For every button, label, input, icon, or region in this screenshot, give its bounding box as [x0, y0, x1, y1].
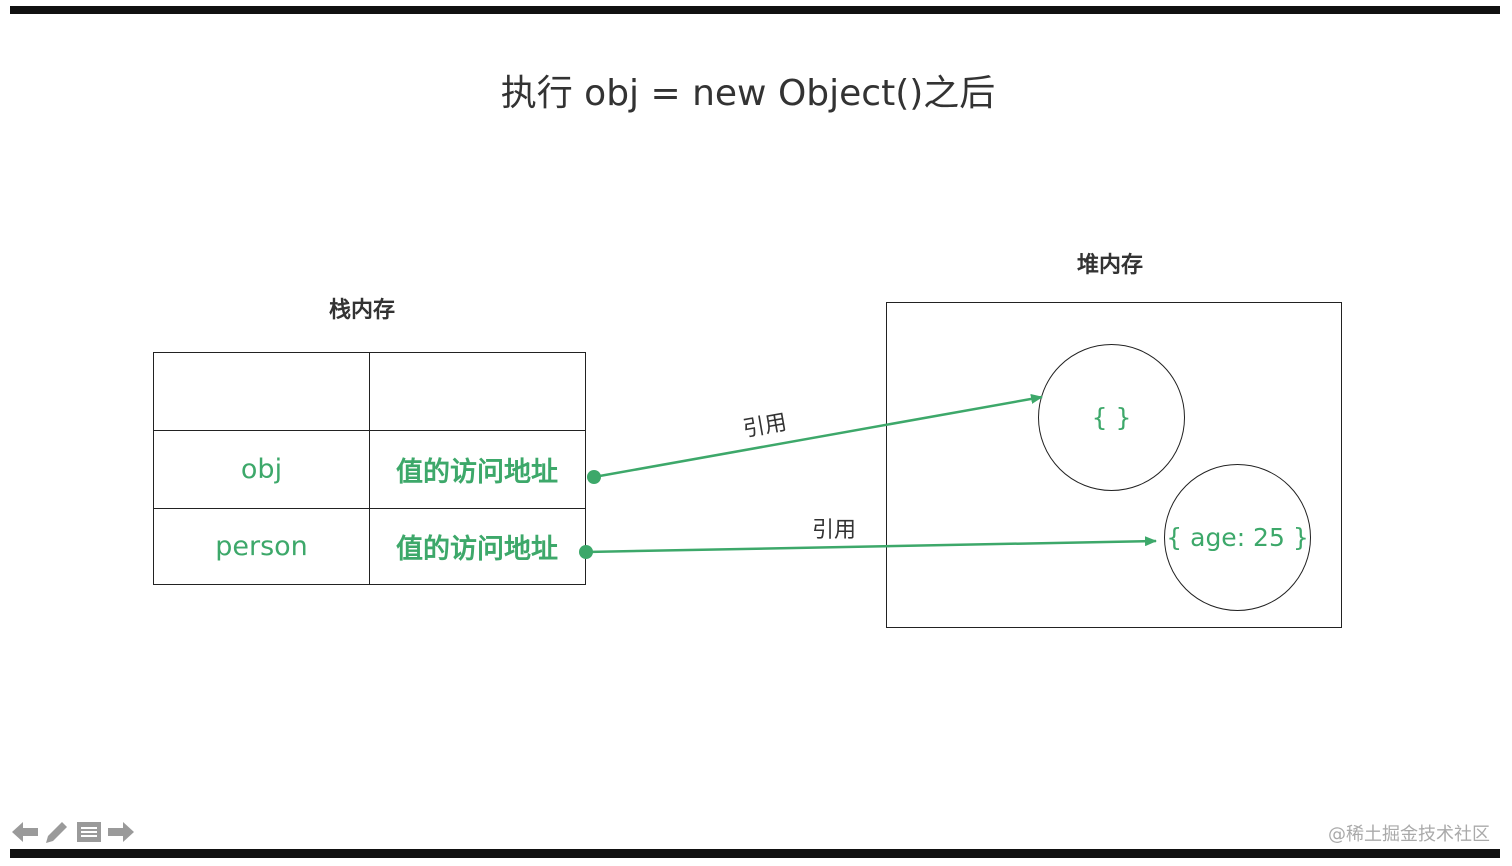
arrow-right-icon[interactable]	[108, 819, 134, 845]
reference-origin-person	[579, 545, 593, 559]
reference-label-person: 引用	[812, 518, 857, 543]
stack-memory-table: obj 值的访问地址 person 值的访问地址	[153, 352, 586, 585]
slide-title: 执行 obj = new Object()之后	[500, 73, 996, 114]
heap-object-empty-text: { }	[1091, 403, 1132, 432]
reference-arrow-person	[585, 536, 1157, 554]
pencil-icon[interactable]	[44, 819, 70, 845]
top-border	[10, 6, 1500, 14]
reference-origin-obj	[587, 470, 601, 484]
stack-row-obj-name: obj	[240, 454, 283, 485]
stack-row-person-name: person	[215, 531, 308, 562]
heap-memory-box	[886, 302, 1342, 628]
heap-memory-label: 堆内存	[1077, 253, 1144, 278]
heap-object-person-text: { age: 25 }	[1166, 523, 1309, 552]
bottom-border	[10, 849, 1500, 858]
arrow-left-icon[interactable]	[12, 819, 38, 845]
table-row-divider	[154, 508, 585, 509]
menu-icon[interactable]	[76, 819, 102, 845]
reference-arrow-obj	[593, 394, 1043, 479]
slide-toolbar	[12, 818, 134, 846]
table-row-divider	[154, 430, 585, 431]
stack-row-obj-value: 值的访问地址	[396, 457, 558, 488]
table-column-divider	[369, 353, 370, 584]
heap-object-empty: { }	[1038, 344, 1185, 491]
stack-row-person-value: 值的访问地址	[396, 534, 558, 565]
stack-memory-label: 栈内存	[329, 298, 396, 323]
heap-object-person: { age: 25 }	[1164, 464, 1311, 611]
watermark: @稀土掘金技术社区	[1328, 824, 1490, 845]
